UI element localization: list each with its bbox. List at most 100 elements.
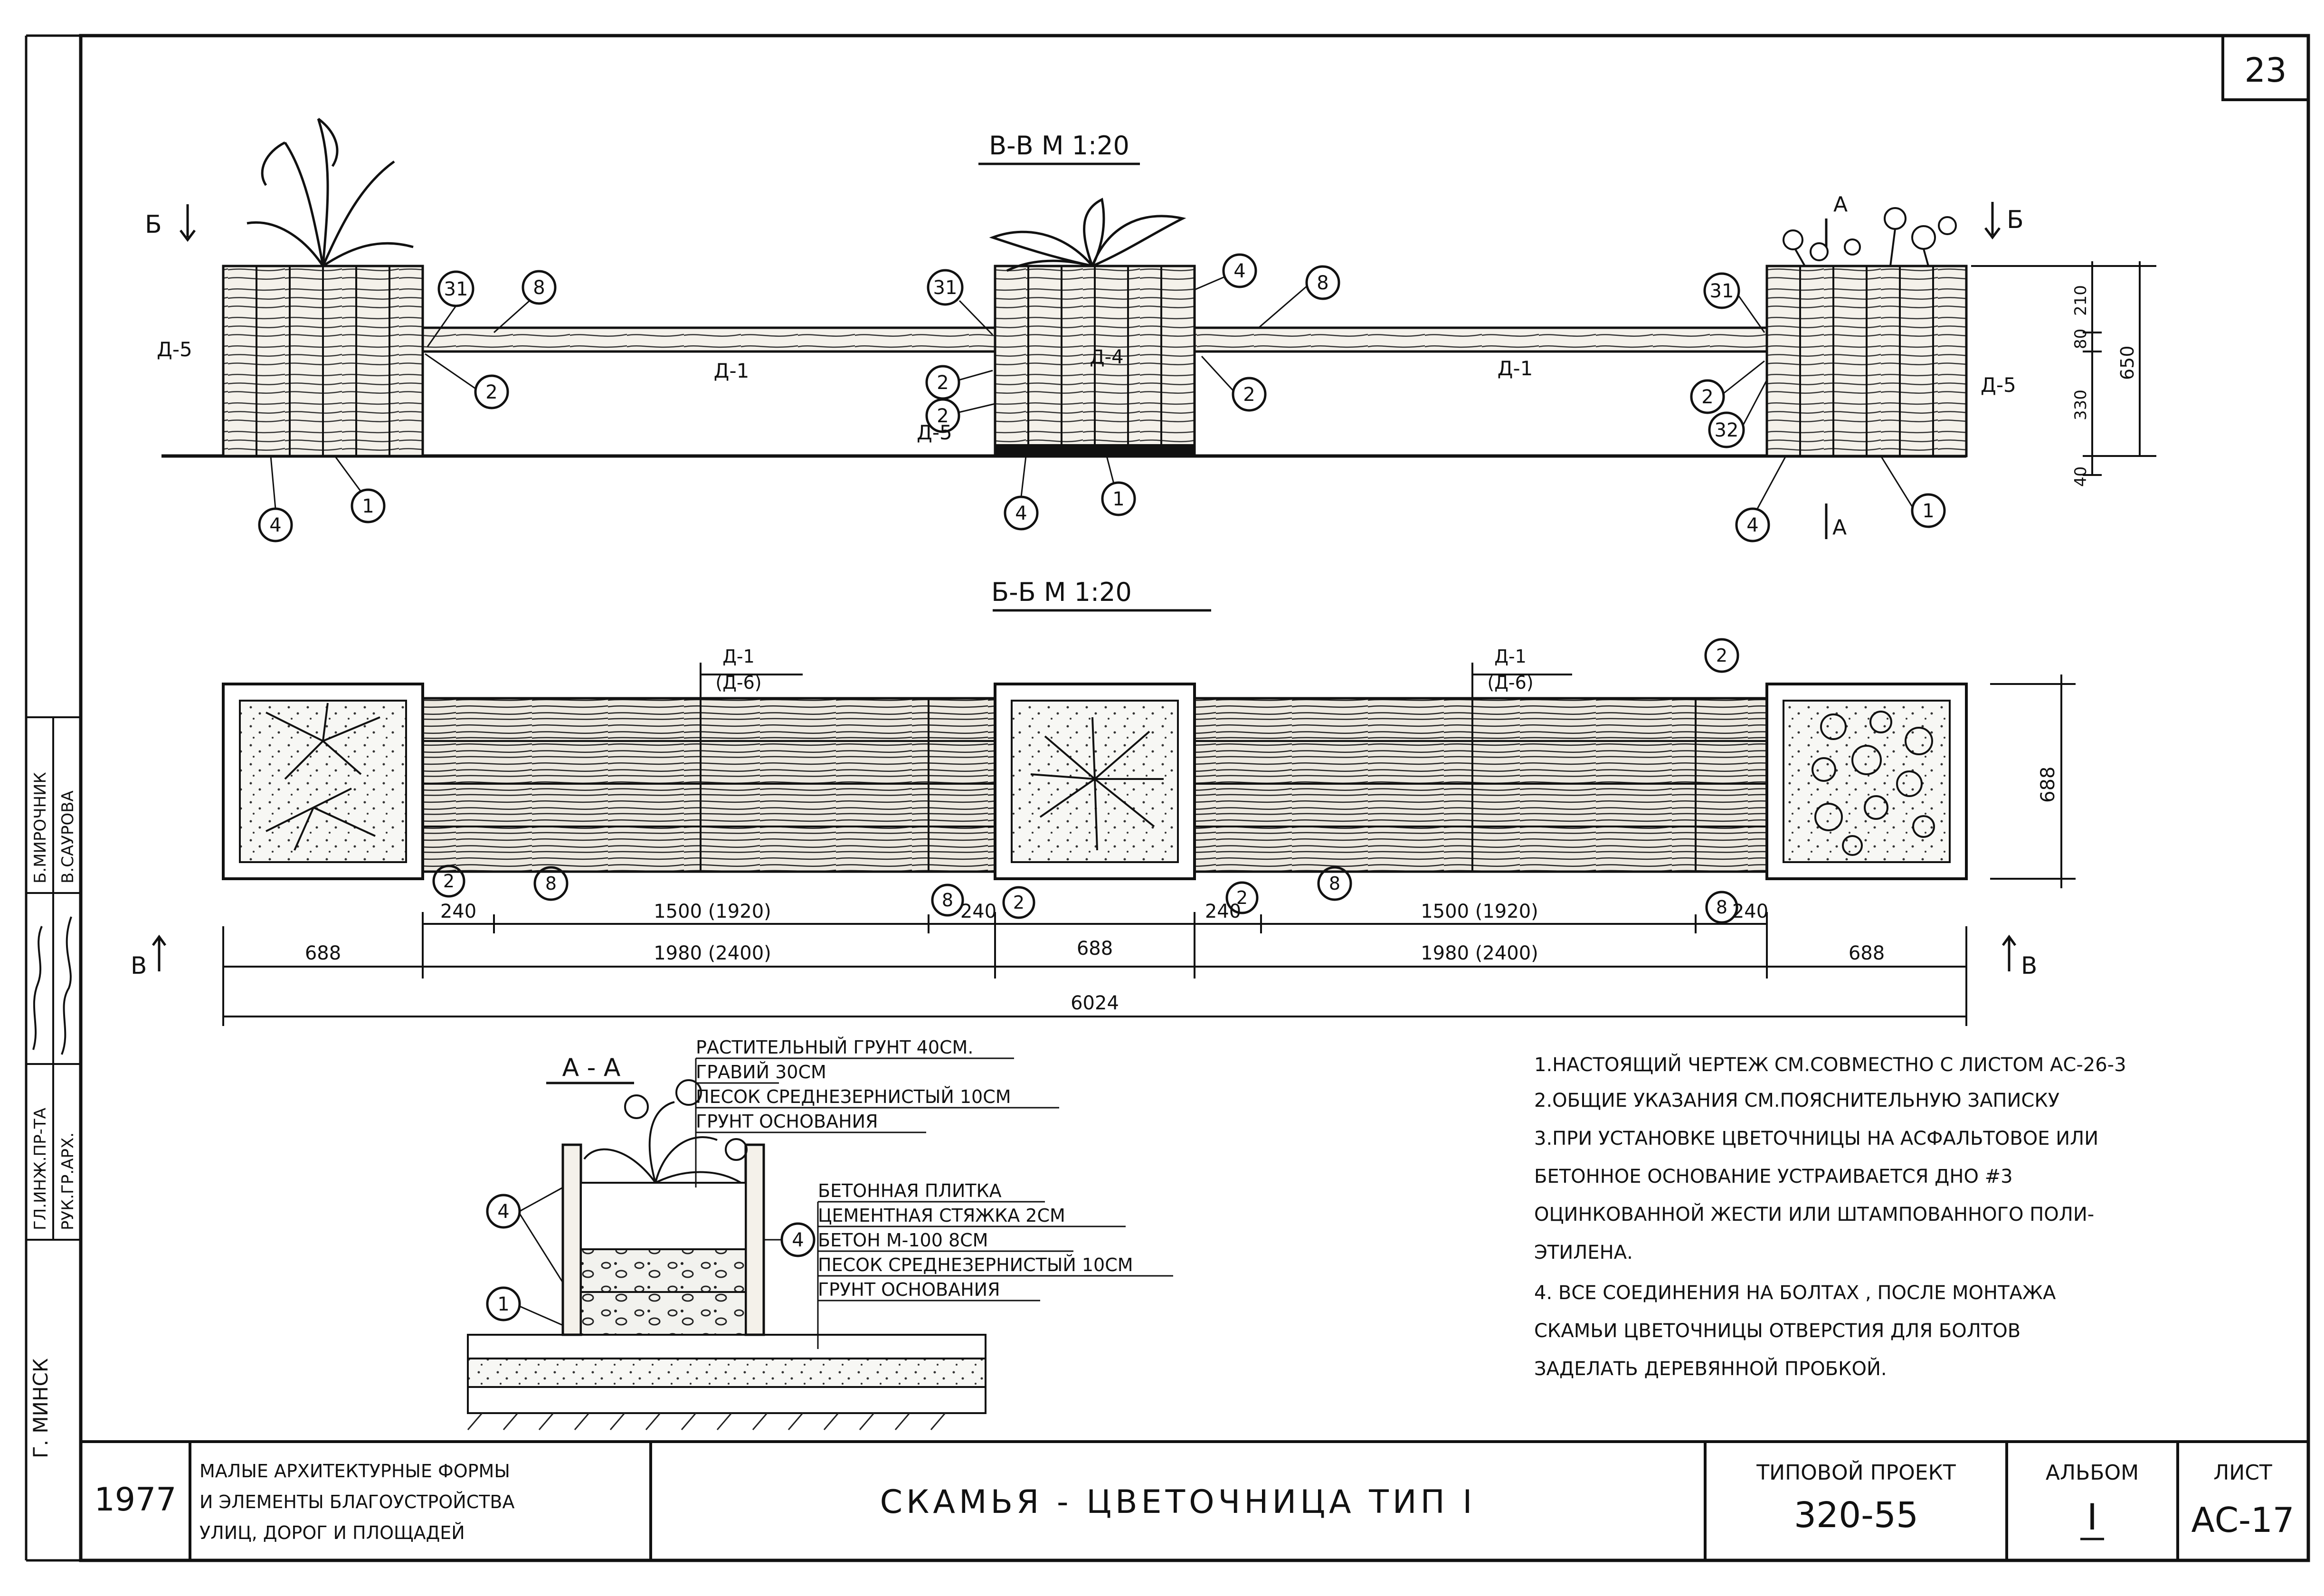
plant-broad-middle [989,198,1186,272]
layer-bottom-3: БЕТОН М-100 8СМ [818,1230,988,1251]
plan-view: Б-Б М 1:20 [131,577,2076,1026]
plan-callout-2-right: 2 [1236,887,1248,908]
callout-8-left: 8 [533,277,545,299]
section-aa-view: А - А [467,1037,1173,1430]
section-callout-4-right: 4 [792,1229,804,1251]
callout-32-right: 32 [1715,419,1739,441]
plan-callout-8-middle: 8 [942,890,953,911]
dim-240-1: 240 [440,901,476,922]
callout-2-left: 2 [485,381,497,403]
section-mark-v-left: В [131,952,147,979]
plan-callout-2-left: 2 [443,871,455,892]
plan-depth: 688 [2037,767,2059,803]
plan-bench-label-alt-right: (Д-6) [1487,672,1533,693]
section-mark-a-top: А [1833,192,1848,217]
callout-31-left: 31 [444,278,468,300]
height-80: 80 [2071,329,2090,349]
callout-31-middle: 31 [933,277,958,299]
drawing-title: СКАМЬЯ - ЦВЕТОЧНИЦА ТИП I [880,1483,1476,1521]
layer-top-2: ГРАВИЙ 30СМ [696,1062,826,1083]
note-line-1: 1.НАСТОЯЩИЙ ЧЕРТЕЖ СМ.СОВМЕСТНО С ЛИСТОМ… [1534,1053,2126,1076]
callout-8-right: 8 [1317,272,1328,294]
signature-role-1: ГЛ.ИНЖ.ПР-ТА [31,1108,50,1230]
plan-callout-8-left: 8 [545,873,557,894]
member-label-a5-right: Д-5 [1981,373,2016,397]
dim-1500-right: 1500 (1920) [1421,901,1538,922]
city-label: Г. МИНСК [29,1358,52,1458]
plan-callout-2-middle: 2 [1013,892,1024,913]
section-mark-v-right: В [2021,952,2037,979]
height-650: 650 [2117,345,2138,380]
sheet-number: 23 [2244,51,2286,90]
callout-2-right-b: 2 [1701,386,1713,408]
note-line-6: ЭТИЛЕНА. [1534,1242,1633,1264]
plan-box-middle [994,683,1196,880]
plan-callout-2-top: 2 [1716,645,1727,666]
layer-bottom-2: ЦЕМЕНТНАЯ СТЯЖКА 2СМ [818,1205,1065,1226]
callout-1-middle: 1 [1112,488,1124,510]
layer-bottom-4: ПЕСОК СРЕДНЕЗЕРНИСТЫЙ 10СМ [818,1254,1133,1275]
dim-688-left: 688 [305,942,341,964]
plan-plant-middle [1030,717,1164,851]
plan-bench-label-alt-left: (Д-6) [715,672,761,693]
layer-top-3: ПЕСОК СРЕДНЕЗЕРНИСТЫЙ 10СМ [696,1086,1011,1107]
project-label: ТИПОВОЙ ПРОЕКТ [1756,1460,1956,1485]
category-line-1: МАЛЫЕ АРХИТЕКТУРНЫЕ ФОРМЫ [199,1461,510,1482]
callout-1-right: 1 [1922,500,1934,522]
plan-title: Б-Б М 1:20 [991,577,1132,607]
section-mark-b-left: Б [145,210,162,239]
note-line-7: 4. ВСЕ СОЕДИНЕНИЯ НА БОЛТАХ , ПОСЛЕ МОНТ… [1534,1282,2056,1304]
callout-2-middle-b: 2 [937,405,949,427]
list-label: ЛИСТ [2213,1461,2272,1485]
sheet-frame [25,34,2310,1562]
album-label: АЛЬБОМ [2046,1461,2139,1485]
plan-bench-label-right: Д-1 [1494,646,1527,667]
note-line-4: БЕТОННОЕ ОСНОВАНИЕ УСТРАИВАЕТСЯ ДНО #3 [1534,1166,2013,1188]
dim-1980-left: 1980 (2400) [654,942,771,964]
bench-seat-left [421,326,996,353]
bench-plan-right [1193,697,1768,873]
elevation-title: В-В М 1:20 [989,131,1129,161]
member-label-a1-left: Д-1 [714,359,749,382]
note-line-9: ЗАДЕЛАТЬ ДЕРЕВЯННОЙ ПРОБКОЙ. [1534,1357,1887,1380]
callout-1-left: 1 [362,495,374,517]
height-40: 40 [2071,466,2090,487]
dim-1980-right: 1980 (2400) [1421,942,1538,964]
layer-top-4: ГРУНТ ОСНОВАНИЯ [696,1111,878,1132]
height-330: 330 [2071,390,2090,420]
category-line-3: УЛИЦ, ДОРОГ И ПЛОЩАДЕЙ [199,1522,465,1543]
section-callout-4-left: 4 [497,1201,509,1223]
bench-seat-right [1193,326,1768,353]
dim-688-middle: 688 [1077,938,1113,960]
section-callout-1: 1 [497,1293,509,1315]
layer-bottom-5: ГРУНТ ОСНОВАНИЯ [818,1279,1000,1300]
signature-role-2: РУК.ГР.АРХ. [58,1132,77,1230]
category-line-2: И ЭЛЕМЕНТЫ БЛАГОУСТРОЙСТВА [199,1492,515,1512]
plan-flowers-right [1812,711,1935,856]
plan-box-right [1765,683,1968,880]
plan-callout-8-right: 8 [1329,873,1340,894]
callout-31-right: 31 [1710,280,1734,302]
notes-block: 1.НАСТОЯЩИЙ ЧЕРТЕЖ СМ.СОВМЕСТНО С ЛИСТОМ… [1534,1053,2126,1380]
plan-box-left [222,683,424,880]
album-value: I [2087,1496,2097,1538]
note-line-8: СКАМЬИ ЦВЕТОЧНИЦЫ ОТВЕРСТИЯ ДЛЯ БОЛТОВ [1534,1320,2020,1342]
dim-688-right: 688 [1849,942,1885,964]
bench-plan-left [421,697,996,873]
member-label-a1-right: Д-1 [1498,357,1533,380]
callout-2-middle-a: 2 [937,372,949,394]
plan-bench-label-left: Д-1 [722,646,755,667]
plant-tall-left [247,118,414,267]
layer-top-1: РАСТИТЕЛЬНЫЙ ГРУНТ 40СМ. [696,1037,973,1058]
year: 1977 [94,1481,176,1519]
signature-name-1: Б.МИРОЧНИК [31,772,50,884]
note-line-5: ОЦИНКОВАННОЙ ЖЕСТИ ИЛИ ШТАМПОВАННОГО ПОЛ… [1534,1203,2094,1226]
list-value: АС-17 [2191,1500,2294,1540]
height-210: 210 [2071,285,2090,316]
callout-2-right-a: 2 [1243,384,1255,406]
callout-4-right: 4 [1746,514,1758,536]
section-plant [583,1079,748,1184]
plan-plant-left [266,703,380,851]
dim-total: 6024 [1071,992,1119,1014]
